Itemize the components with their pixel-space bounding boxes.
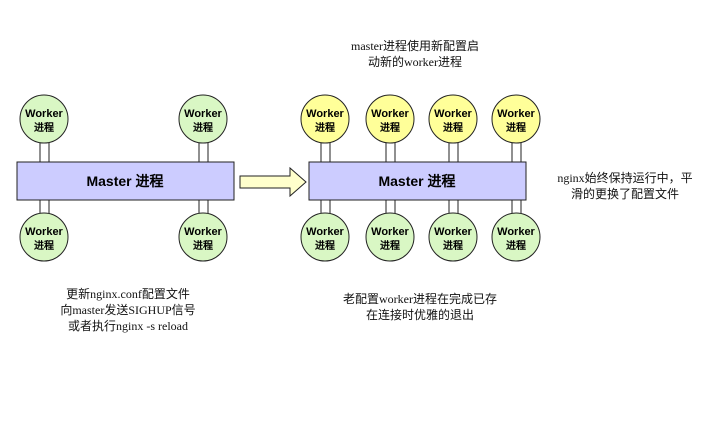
worker-line2: 进程 <box>380 239 400 252</box>
worker-line1: Worker <box>306 226 344 238</box>
caption-bottom-mid-line2: 在连接时优雅的退出 <box>365 308 474 322</box>
caption-bottom-left-line3: 或者执行nginx -s reload <box>68 319 188 333</box>
new-worker-node-3: Worker 进程 <box>428 94 478 144</box>
worker-line1: Worker <box>184 108 222 120</box>
caption-bottom-left-line1: 更新nginx.conf配置文件 <box>66 287 190 301</box>
worker-line1: Worker <box>497 226 535 238</box>
caption-right: nginx始终保持运行中，平 滑的更换了配置文件 <box>545 170 705 202</box>
caption-bottom-left: 更新nginx.conf配置文件 向master发送SIGHUP信号 或者执行n… <box>48 286 208 334</box>
worker-node-left-top-2: Worker 进程 <box>178 94 228 144</box>
worker-node-left-bottom-2: Worker 进程 <box>178 212 228 262</box>
new-worker-node-4: Worker 进程 <box>491 94 541 144</box>
worker-line2: 进程 <box>193 239 213 252</box>
worker-line1: Worker <box>306 108 344 120</box>
worker-line1: Worker <box>25 108 63 120</box>
connectors-left <box>39 142 209 214</box>
worker-line2: 进程 <box>443 239 463 252</box>
worker-line2: 进程 <box>506 121 526 134</box>
old-worker-node-3: Worker 进程 <box>428 212 478 262</box>
caption-right-line2: 滑的更换了配置文件 <box>570 187 679 201</box>
worker-node-left-top-1: Worker 进程 <box>19 94 69 144</box>
caption-bottom-mid: 老配置worker进程在完成已存 在连接时优雅的退出 <box>330 291 510 323</box>
worker-line2: 进程 <box>193 121 213 134</box>
worker-line1: Worker <box>434 108 472 120</box>
transition-arrow <box>239 166 307 198</box>
caption-right-line1: nginx始终保持运行中，平 <box>557 171 693 185</box>
worker-line2: 进程 <box>315 239 335 252</box>
caption-top-line2: 动新的worker进程 <box>368 55 462 69</box>
new-worker-node-2: Worker 进程 <box>365 94 415 144</box>
worker-node-left-bottom-1: Worker 进程 <box>19 212 69 262</box>
connectors-right <box>320 142 522 214</box>
old-worker-node-1: Worker 进程 <box>300 212 350 262</box>
worker-line2: 进程 <box>34 239 54 252</box>
worker-line1: Worker <box>371 226 409 238</box>
worker-line2: 进程 <box>443 121 463 134</box>
worker-line2: 进程 <box>380 121 400 134</box>
master-label-right: Master 进程 <box>378 173 455 189</box>
master-label-left: Master 进程 <box>86 173 163 189</box>
worker-line2: 进程 <box>315 121 335 134</box>
worker-line1: Worker <box>497 108 535 120</box>
old-worker-node-2: Worker 进程 <box>365 212 415 262</box>
new-worker-node-1: Worker 进程 <box>300 94 350 144</box>
master-process-right: Master 进程 <box>308 161 527 201</box>
worker-line1: Worker <box>25 226 63 238</box>
caption-bottom-mid-line1: 老配置worker进程在完成已存 <box>343 292 497 306</box>
old-worker-node-4: Worker 进程 <box>491 212 541 262</box>
caption-bottom-left-line2: 向master发送SIGHUP信号 <box>60 303 196 317</box>
worker-line2: 进程 <box>34 121 54 134</box>
worker-line1: Worker <box>371 108 409 120</box>
worker-line1: Worker <box>184 226 222 238</box>
master-process-left: Master 进程 <box>16 161 235 201</box>
caption-top: master进程使用新配置启 动新的worker进程 <box>330 38 500 70</box>
worker-line2: 进程 <box>506 239 526 252</box>
worker-line1: Worker <box>434 226 472 238</box>
caption-top-line1: master进程使用新配置启 <box>351 39 479 53</box>
